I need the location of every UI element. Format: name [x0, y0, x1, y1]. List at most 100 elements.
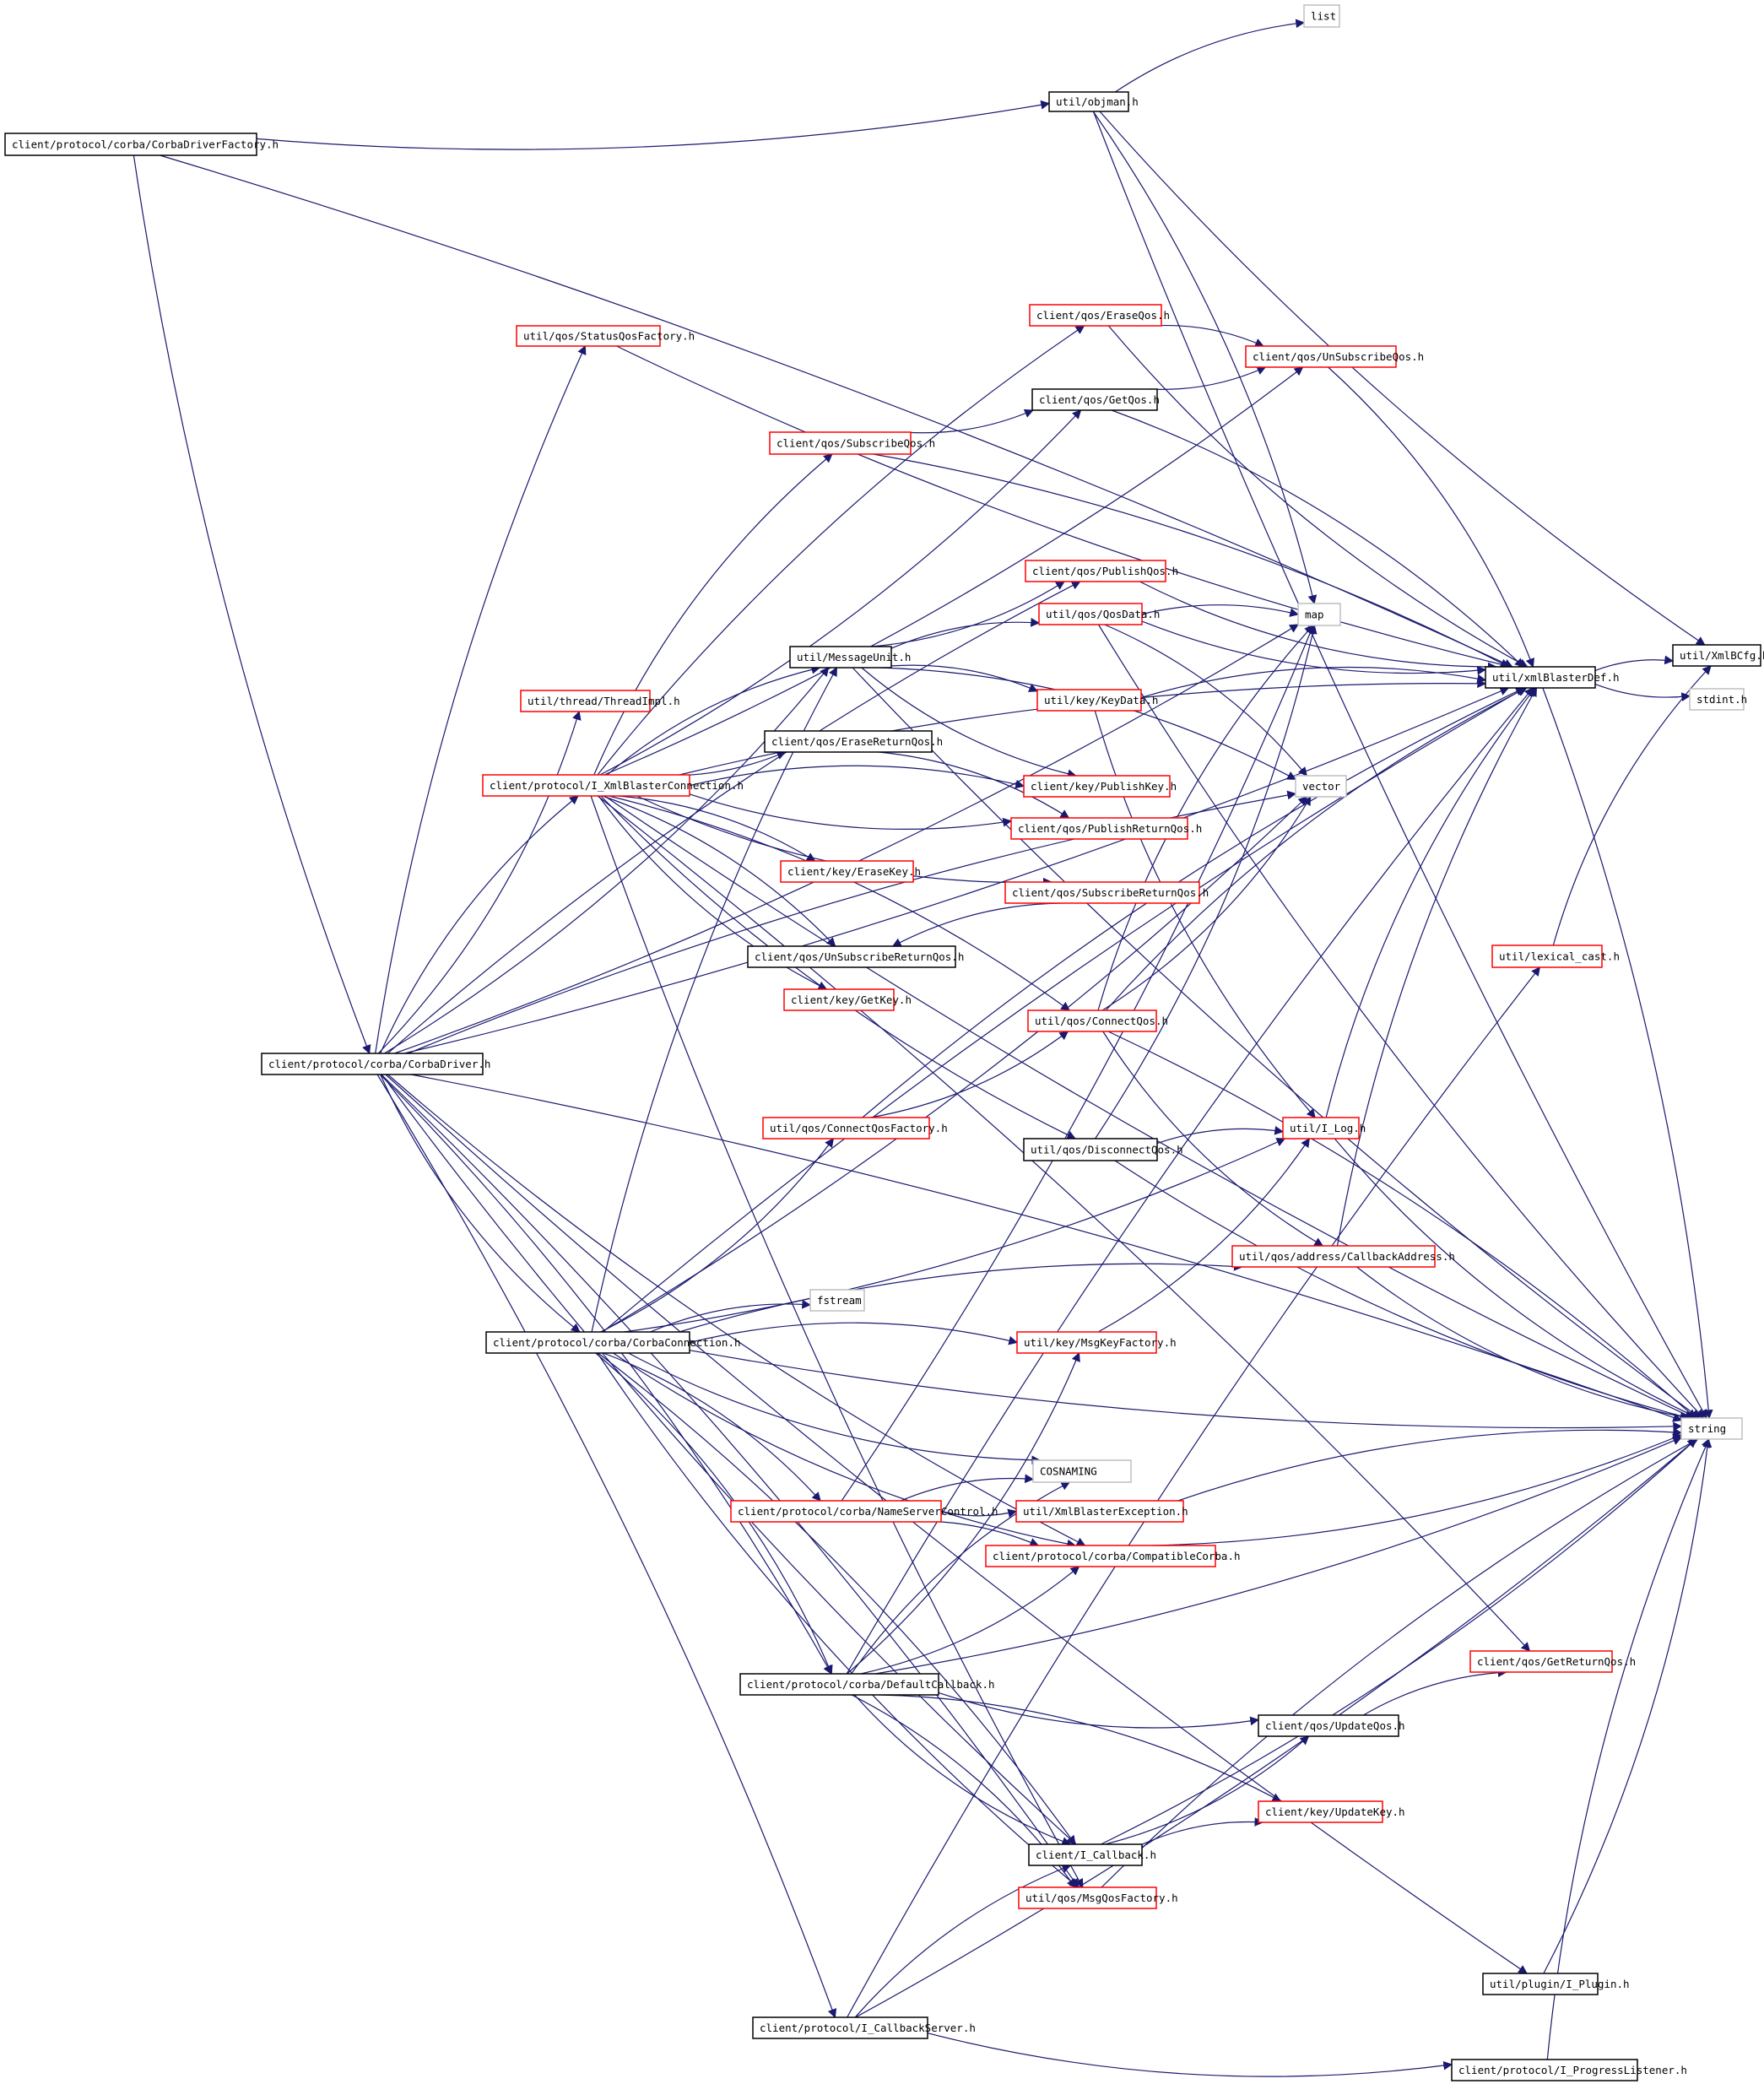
- node-root[interactable]: client/protocol/corba/CorbaDriverFactory…: [4, 133, 279, 156]
- node-label: client/qos/PublishReturnQos.h: [1018, 822, 1202, 835]
- edge-I_XmlBlasterConnection-to-PublishReturnQos: [689, 793, 1013, 830]
- node-EraseQos[interactable]: client/qos/EraseQos.h: [1029, 304, 1170, 327]
- node-label: util/qos/ConnectQos.h: [1035, 1015, 1168, 1027]
- node-label: vector: [1302, 780, 1341, 793]
- node-GetReturnQos[interactable]: client/qos/GetReturnQos.h: [1469, 1650, 1636, 1673]
- edge-CorbaDriver-to-CompatibleCorba: [387, 1074, 1086, 1546]
- node-DisconnectQos[interactable]: util/qos/DisconnectQos.h: [1023, 1138, 1183, 1161]
- node-label: util/xmlBlasterDef.h: [1492, 671, 1620, 684]
- edge-MsgKeyFactory-to-I_Log: [1097, 1138, 1310, 1333]
- edge-CallbackAddress-to-xmlBlasterDef: [1336, 687, 1538, 1247]
- node-PublishQos[interactable]: client/qos/PublishQos.h: [1025, 560, 1178, 582]
- node-label: client/protocol/corba/CorbaConnection.h: [493, 1336, 741, 1349]
- node-box: [1036, 689, 1142, 712]
- edge-I_XmlBlasterConnection-to-SubscribeQos: [593, 453, 833, 776]
- node-box: [1010, 817, 1188, 840]
- node-ConnectQos[interactable]: util/qos/ConnectQos.h: [1027, 1010, 1168, 1032]
- node-I_CallbackServer[interactable]: client/protocol/I_CallbackServer.h: [752, 2016, 976, 2039]
- edge-I_CallbackServer-to-I_ProgressListener: [927, 2033, 1453, 2077]
- node-list[interactable]: list: [1303, 4, 1340, 28]
- edge-objman-to-XmlBCfg: [1099, 111, 1706, 646]
- node-label: client/key/EraseKey.h: [787, 865, 921, 878]
- node-UpdateKey[interactable]: client/key/UpdateKey.h: [1258, 1800, 1405, 1823]
- node-ThreadImpl[interactable]: util/thread/ThreadImpl.h: [520, 690, 680, 712]
- node-label: client/key/PublishKey.h: [1031, 780, 1177, 793]
- node-stdint[interactable]: stdint.h: [1689, 688, 1747, 711]
- edge-GetQos-to-UnSubscribeQos: [1150, 366, 1267, 390]
- node-EraseReturnQos[interactable]: client/qos/EraseReturnQos.h: [764, 730, 943, 753]
- node-objman[interactable]: util/objman.h: [1048, 91, 1139, 112]
- node-UnSubscribeReturnQos[interactable]: client/qos/UnSubscribeReturnQos.h: [747, 945, 964, 968]
- node-SubscribeQos[interactable]: client/qos/SubscribeQos.h: [769, 431, 935, 455]
- edge-I_XmlBlasterConnection-to-EraseQos: [597, 325, 1085, 776]
- edge-StatusQosFactory-to-xmlBlasterDef: [616, 345, 1512, 669]
- node-UnSubscribeQos[interactable]: client/qos/UnSubscribeQos.h: [1245, 345, 1424, 368]
- node-xmlBlasterDef[interactable]: util/xmlBlasterDef.h: [1485, 666, 1620, 689]
- node-XmlBlasterException[interactable]: util/XmlBlasterException.h: [1015, 1500, 1188, 1523]
- node-box: [769, 431, 912, 455]
- edge-DefaultCallback-to-MsgKeyFactory: [847, 1352, 1080, 1675]
- edge-UpdateQos-to-GetReturnQos: [1363, 1668, 1507, 1716]
- node-I_Callback[interactable]: client/I_Callback.h: [1028, 1843, 1156, 1866]
- node-ConnectQosFactory[interactable]: util/qos/ConnectQosFactory.h: [762, 1117, 948, 1139]
- node-box: [1245, 345, 1397, 368]
- node-vector[interactable]: vector: [1295, 775, 1347, 798]
- node-CorbaConnection[interactable]: client/protocol/corba/CorbaConnection.h: [485, 1331, 741, 1354]
- node-label: util/plugin/I_Plugin.h: [1490, 1978, 1630, 1990]
- node-EraseKey[interactable]: client/key/EraseKey.h: [780, 860, 921, 883]
- edge-I_ProgressListener-to-string: [1546, 1438, 1710, 2060]
- node-PublishKey[interactable]: client/key/PublishKey.h: [1023, 775, 1177, 798]
- node-I_Plugin[interactable]: util/plugin/I_Plugin.h: [1482, 1973, 1630, 1995]
- node-label: client/protocol/I_XmlBlasterConnection.h: [490, 779, 744, 792]
- node-label: client/key/UpdateKey.h: [1265, 1805, 1405, 1818]
- edge-I_XmlBlasterConnection-to-GetKey: [598, 795, 828, 990]
- node-GetKey[interactable]: client/key/GetKey.h: [783, 988, 912, 1011]
- edge-objman-to-map: [1092, 111, 1318, 605]
- node-CallbackAddress[interactable]: util/qos/address/CallbackAddress.h: [1231, 1245, 1455, 1268]
- node-QosData[interactable]: util/qos/QosData.h: [1038, 603, 1160, 625]
- node-box: [1027, 1010, 1157, 1032]
- node-lexical_cast[interactable]: util/lexical_cast.h: [1491, 945, 1620, 968]
- edge-DisconnectQos-to-string: [1114, 1160, 1690, 1421]
- node-label: client/protocol/corba/DefaultCallback.h: [747, 1678, 995, 1691]
- node-box: [809, 1289, 865, 1312]
- node-box: [1258, 1800, 1383, 1823]
- node-NameServerControl[interactable]: client/protocol/corba/NameServerControl.…: [730, 1500, 998, 1523]
- node-I_ProgressListener[interactable]: client/protocol/I_ProgressListener.h: [1451, 2059, 1687, 2081]
- node-label: client/protocol/corba/CorbaDriver.h: [268, 1058, 490, 1070]
- node-box: [1680, 1417, 1743, 1440]
- node-SubscribeReturnQos[interactable]: client/qos/SubscribeReturnQos.h: [1004, 881, 1209, 904]
- node-I_XmlBlasterConnection[interactable]: client/protocol/I_XmlBlasterConnection.h: [482, 774, 744, 797]
- node-I_Log[interactable]: util/I_Log.h: [1282, 1117, 1366, 1139]
- node-MsgKeyFactory[interactable]: util/key/MsgKeyFactory.h: [1016, 1331, 1177, 1354]
- node-box: [1485, 666, 1596, 689]
- edge-CorbaConnection-to-MsgQosFactory: [597, 1352, 1080, 1888]
- node-CorbaDriver[interactable]: client/protocol/corba/CorbaDriver.h: [261, 1053, 490, 1075]
- edge-CorbaDriver-to-CorbaConnection: [380, 1074, 581, 1333]
- node-PublishReturnQos[interactable]: client/qos/PublishReturnQos.h: [1010, 817, 1202, 840]
- node-GetQos[interactable]: client/qos/GetQos.h: [1031, 388, 1160, 411]
- node-CompatibleCorba[interactable]: client/protocol/corba/CompatibleCorba.h: [985, 1545, 1241, 1567]
- node-label: util/qos/ConnectQosFactory.h: [770, 1122, 948, 1134]
- node-KeyData[interactable]: util/key/KeyData.h: [1036, 689, 1158, 712]
- edge-CorbaConnection-to-I_Log: [624, 1138, 1286, 1333]
- node-box: [261, 1053, 484, 1075]
- node-MsgQosFactory[interactable]: util/qos/MsgQosFactory.h: [1018, 1886, 1178, 1909]
- node-string[interactable]: string: [1680, 1417, 1743, 1440]
- node-MessageUnit[interactable]: util/MessageUnit.h: [789, 646, 911, 669]
- node-box: [1282, 1117, 1360, 1139]
- node-DefaultCallback[interactable]: client/protocol/corba/DefaultCallback.h: [739, 1673, 995, 1696]
- edge-I_Log-to-xmlBlasterDef: [1325, 687, 1536, 1118]
- node-box: [739, 1673, 939, 1696]
- node-map[interactable]: map: [1297, 603, 1341, 626]
- node-StatusQosFactory[interactable]: util/qos/StatusQosFactory.h: [516, 325, 695, 347]
- node-UpdateQos[interactable]: client/qos/UpdateQos.h: [1258, 1714, 1405, 1737]
- edge-I_XmlBlasterConnection-to-MsgQosFactory: [590, 795, 1084, 1888]
- node-label: util/key/MsgKeyFactory.h: [1024, 1336, 1177, 1349]
- node-fstream[interactable]: fstream: [809, 1289, 865, 1312]
- node-label: client/qos/UpdateQos.h: [1265, 1719, 1405, 1732]
- node-label: COSNAMING: [1040, 1465, 1097, 1478]
- node-XmlBCfg[interactable]: util/XmlBCfg.h: [1672, 644, 1764, 667]
- node-box: [783, 988, 895, 1011]
- node-COSNAMING[interactable]: COSNAMING: [1032, 1459, 1132, 1483]
